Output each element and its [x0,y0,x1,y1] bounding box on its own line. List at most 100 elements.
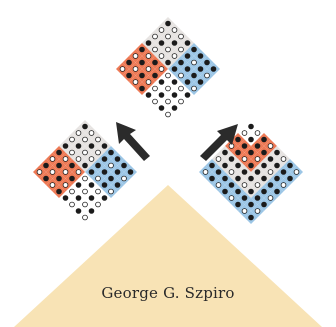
filled-dot [146,41,151,46]
empty-dot [179,73,184,78]
empty-dot [172,54,177,59]
filled-dot [83,163,88,168]
filled-dot [83,124,88,129]
filled-dot [242,196,247,201]
empty-dot [83,215,88,220]
filled-dot [255,144,260,149]
empty-dot [166,47,171,52]
empty-dot [166,86,171,91]
empty-dot [153,47,158,52]
empty-dot [203,170,208,175]
empty-dot [89,131,94,136]
empty-dot [242,183,247,188]
empty-dot [109,189,114,194]
filled-dot [288,163,293,168]
filled-dot [146,93,151,98]
filled-dot [216,170,221,175]
empty-dot [96,189,101,194]
filled-dot [44,176,49,181]
empty-dot [96,202,101,207]
empty-dot [179,86,184,91]
filled-dot [159,80,164,85]
empty-dot [96,137,101,142]
filled-dot [127,60,132,65]
empty-dot [159,28,164,33]
filled-dot [236,163,241,168]
filled-dot [223,150,228,155]
filled-dot [172,106,177,111]
empty-dot [229,170,234,175]
filled-dot [185,54,190,59]
filled-dot [159,93,164,98]
empty-dot [216,183,221,188]
filled-dot [249,124,254,129]
filled-dot [281,170,286,175]
filled-dot [262,189,267,194]
filled-dot [275,163,280,168]
filled-dot [57,176,62,181]
empty-dot [255,157,260,162]
empty-dot [159,67,164,72]
empty-dot [63,170,68,175]
empty-dot [172,28,177,33]
filled-dot [140,60,145,65]
filled-dot [223,189,228,194]
empty-dot [159,54,164,59]
empty-dot [179,47,184,52]
filled-dot [223,176,228,181]
empty-dot [242,131,247,136]
empty-dot [70,202,75,207]
empty-dot [229,196,234,201]
filled-dot [198,67,203,72]
empty-dot [63,183,68,188]
filled-dot [44,163,49,168]
filled-dot [76,183,81,188]
filled-dot [140,73,145,78]
empty-dot [133,54,138,59]
filled-dot [275,150,280,155]
filled-dot [89,196,94,201]
filled-dot [268,183,273,188]
filled-dot [57,189,62,194]
filled-dot [102,157,107,162]
filled-dot [236,189,241,194]
filled-dot [102,144,107,149]
empty-dot [89,157,94,162]
filled-dot [122,163,127,168]
filled-dot [249,176,254,181]
empty-dot [96,176,101,181]
filled-dot [211,67,216,72]
empty-dot [146,80,151,85]
empty-dot [166,112,171,117]
empty-dot [153,34,158,39]
filled-dot [70,176,75,181]
filled-dot [127,73,132,78]
filled-dot [210,163,215,168]
empty-dot [268,196,273,201]
filled-dot [185,41,190,46]
filled-dot [236,137,241,142]
filled-dot [192,73,197,78]
filled-dot [210,176,215,181]
empty-dot [192,60,197,65]
filled-dot [205,60,210,65]
empty-dot [268,144,273,149]
filled-dot [262,202,267,207]
filled-dot [140,47,145,52]
filled-dot [262,150,267,155]
filled-dot [255,170,260,175]
filled-dot [57,163,62,168]
empty-dot [242,157,247,162]
empty-dot [281,183,286,188]
empty-dot [83,150,88,155]
filled-dot [115,183,120,188]
filled-dot [262,163,267,168]
empty-dot [120,67,125,72]
empty-dot [83,176,88,181]
empty-dot [83,137,88,142]
filled-dot [89,144,94,149]
empty-dot [83,202,88,207]
filled-dot [249,137,254,142]
empty-dot [70,150,75,155]
